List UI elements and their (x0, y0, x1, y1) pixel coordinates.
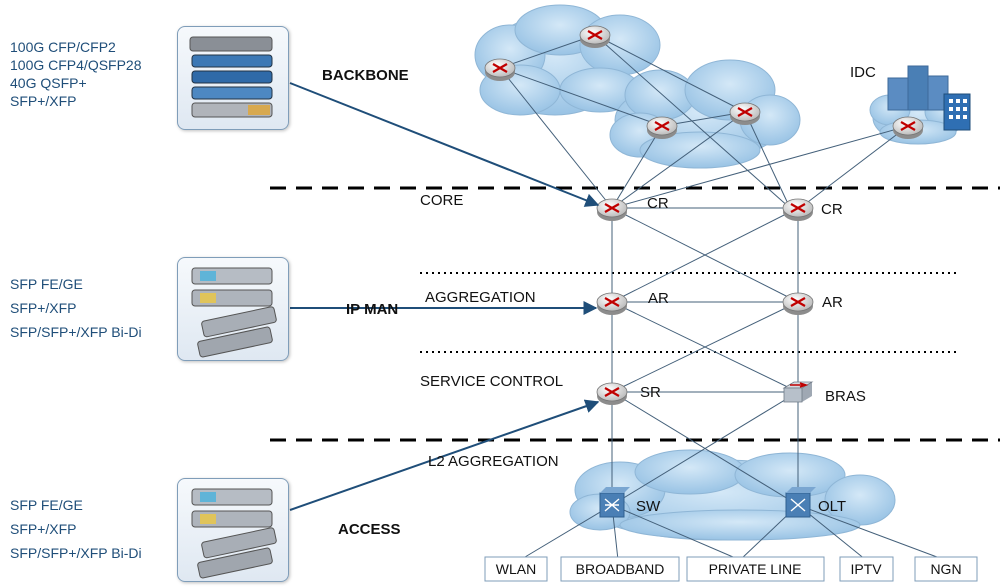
access-module-image (177, 478, 289, 582)
switch-icon (599, 487, 630, 518)
backbone-cloud (474, 4, 801, 169)
aggregation-label: AGGREGATION (425, 289, 536, 306)
service-label-iptv: IPTV (850, 561, 882, 577)
bras-device-icon (782, 381, 814, 403)
service-box-private-line (686, 556, 825, 582)
module-item: SFP FE/GE (10, 276, 83, 292)
module-item: SFP/SFP+/XFP Bi-Di (10, 324, 142, 340)
service-label-private-line: PRIVATE LINE (709, 561, 802, 577)
router-icon (646, 116, 678, 139)
service-box-ngn (914, 556, 978, 582)
service-box-broadband (560, 556, 680, 582)
bras-label: BRAS (825, 388, 866, 405)
l2-aggregation-label: L2 AGGREGATION (428, 453, 559, 470)
backbone-layer-label: BACKBONE (322, 67, 409, 84)
ar-left-router-icon (596, 292, 628, 315)
module-item: SFP/SFP+/XFP Bi-Di (10, 545, 142, 561)
service-boxes (484, 556, 978, 582)
sfp-modules-icon (191, 267, 277, 358)
access-module-arrow (289, 399, 600, 511)
service-label-wlan: WLAN (496, 561, 536, 577)
sr-label: SR (640, 384, 661, 401)
service-label-broadband: BROADBAND (576, 561, 665, 577)
service-label-ngn: NGN (930, 561, 961, 577)
idc-building-icon (887, 65, 971, 131)
ar-right-label: AR (822, 294, 843, 311)
ipman-module-list: SFP FE/GE SFP+/XFP SFP/SFP+/XFP Bi-Di (10, 272, 142, 344)
ip-man-layer-label: IP MAN (346, 301, 398, 318)
service-box-iptv (839, 556, 894, 582)
module-item: SFP+/XFP (10, 93, 77, 109)
module-item: 100G CFP/CFP2 (10, 39, 116, 55)
backbone-module-list: 100G CFP/CFP2 100G CFP4/QSFP28 40G QSFP+… (10, 38, 142, 110)
sr-router-icon (596, 382, 628, 405)
transceiver-stack-icon (189, 36, 273, 118)
module-item: 100G CFP4/QSFP28 (10, 57, 142, 73)
cr-left-router-icon (596, 198, 628, 221)
cr-left-label: CR (647, 195, 669, 212)
service-box-wlan (484, 556, 548, 582)
backbone-module-image (177, 26, 289, 130)
access-module-list: SFP FE/GE SFP+/XFP SFP/SFP+/XFP Bi-Di (10, 493, 142, 565)
backbone-module-arrow (289, 82, 600, 207)
ipman-module-image (177, 257, 289, 361)
sw-label: SW (636, 498, 661, 515)
sfp-modules-icon (191, 488, 277, 579)
router-icon (484, 58, 516, 81)
module-item: 40G QSFP+ (10, 75, 87, 91)
access-layer-label: ACCESS (338, 521, 401, 538)
idc-router-icon (892, 116, 924, 139)
olt-icon (785, 487, 816, 518)
router-icon (729, 102, 761, 125)
module-item: SFP+/XFP (10, 300, 77, 316)
cr-right-label: CR (821, 201, 843, 218)
module-item: SFP FE/GE (10, 497, 83, 513)
idc-label: IDC (850, 64, 876, 81)
ar-left-label: AR (648, 290, 669, 307)
core-label: CORE (420, 192, 463, 209)
cr-right-router-icon (782, 198, 814, 221)
router-icon (579, 25, 611, 48)
module-item: SFP+/XFP (10, 521, 77, 537)
service-control-label: SERVICE CONTROL (420, 373, 563, 390)
olt-label: OLT (818, 498, 846, 515)
ar-right-router-icon (782, 292, 814, 315)
